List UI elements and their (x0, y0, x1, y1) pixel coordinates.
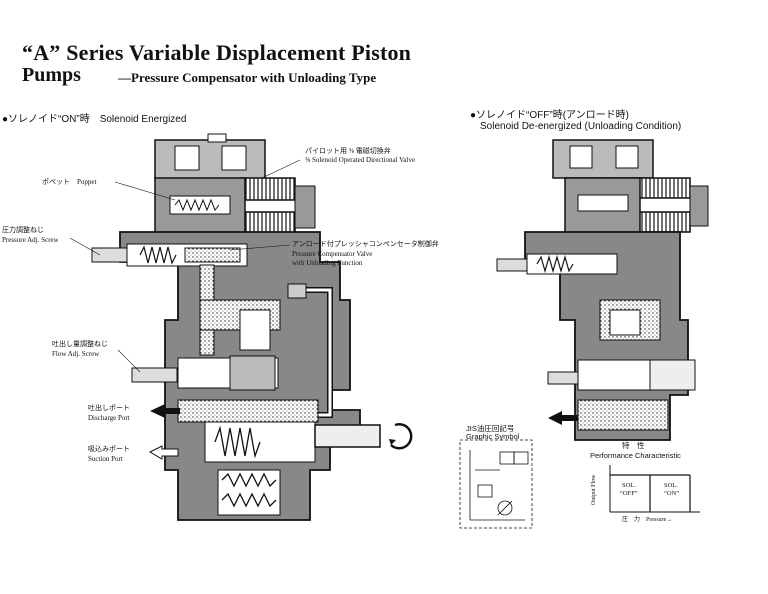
page-title: “A” Series Variable Displacement Piston (22, 40, 412, 65)
chart-y-axis-label: Output Flow (591, 474, 597, 505)
performance-title-en: Performance Characteristic (590, 451, 681, 460)
left-leader-lines (69, 159, 301, 373)
sol-on-label-1: SOL. (664, 482, 678, 489)
sol-off-label-2: “OFF” (620, 490, 638, 497)
suction-port-label-jp: 吸込みポート (88, 445, 130, 453)
page-title-line2: Pumps (22, 64, 81, 86)
compensator-label-en1: Pressure Compensator Valve (292, 250, 373, 258)
discharge-port-label-en: Discharge Port (88, 414, 130, 422)
suction-port-label-en: Suction Port (88, 455, 123, 463)
right-heading-jp: ●ソレノイド“OFF”時(アンロード時) (470, 110, 629, 121)
performance-characteristic-chart (609, 465, 700, 513)
compensator-label-en2: with Unloading Function (292, 259, 363, 267)
right-heading-en: Solenoid De-energized (Unloading Conditi… (480, 121, 682, 132)
poppet-label: ポペット Poppet (42, 178, 97, 186)
left-pump-body (91, 133, 413, 521)
pilot-valve-label-en: ⅝ Solenoid Operated Directional Valve (305, 156, 416, 164)
sol-off-label-1: SOL. (622, 482, 636, 489)
graphic-symbol-title-en: Graphic Symbol (466, 432, 520, 441)
page-subtitle: —Pressure Compensator with Unloading Typ… (118, 70, 377, 85)
left-heading: ●ソレノイド“ON”時 Solenoid Energized (2, 114, 187, 125)
flow-adj-label-jp: 吐出し量調整ねじ (52, 340, 108, 348)
graphic-symbol-title-jp: JIS油圧回記号 (466, 424, 515, 433)
sol-on-label-2: “ON” (664, 490, 680, 497)
pilot-valve-label-jp: パイロット用 ⅝ 電磁切換弁 (305, 147, 391, 155)
flow-adj-label-en: Flow Adj. Screw (52, 350, 100, 358)
graphic-symbol-diagram (459, 439, 533, 529)
compensator-label-jp: アンロード付プレッシャコンペンセータ制御弁 (292, 240, 439, 248)
performance-title-jp: 特 性 (622, 441, 645, 450)
pressure-adj-label-en: Pressure Adj. Screw (2, 236, 59, 244)
pressure-adj-label-jp: 圧力調整ねじ (2, 226, 44, 234)
right-pump-body (496, 139, 709, 441)
discharge-port-label-jp: 吐出しポート (88, 404, 130, 412)
chart-x-axis-label: 圧 力 Pressure→ (622, 517, 673, 523)
